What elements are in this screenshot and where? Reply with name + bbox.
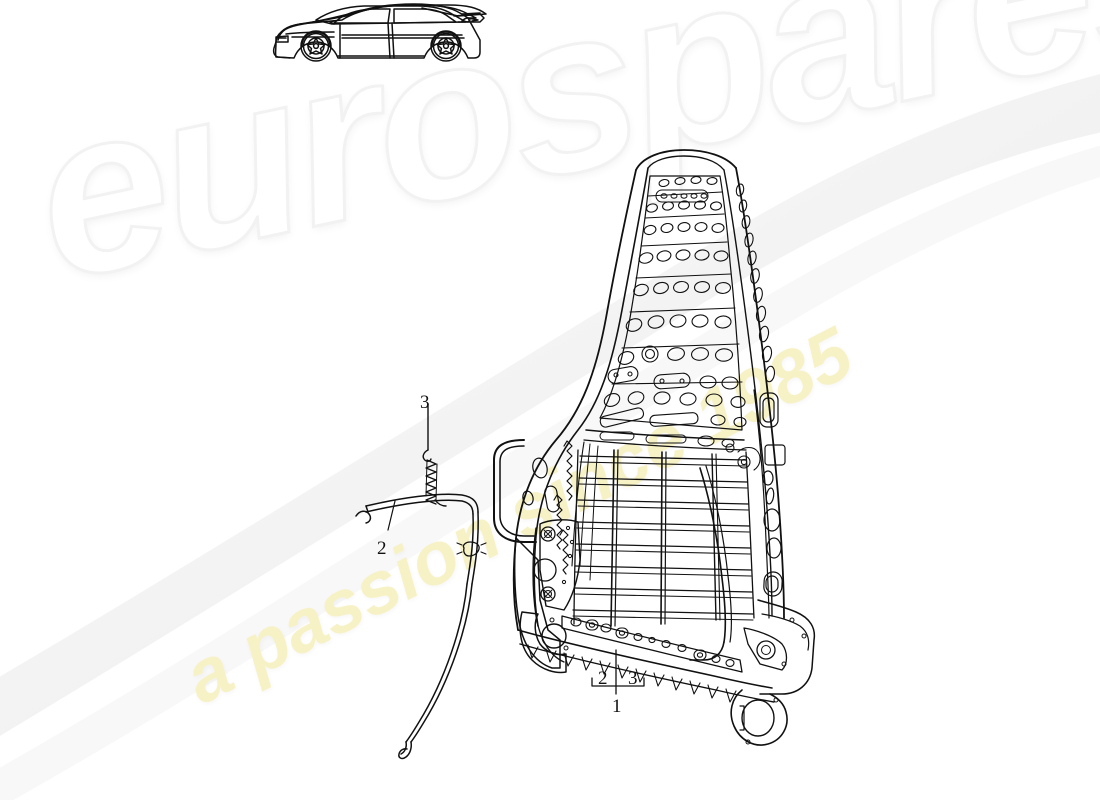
callout-3-label: 3 — [420, 392, 430, 413]
callout-2-label: 2 — [377, 538, 387, 559]
callout-bottom-3-label: 3 — [628, 668, 638, 689]
callout-bottom-1-label: 1 — [612, 696, 622, 717]
callout-bottom-2-label: 2 — [598, 668, 608, 689]
